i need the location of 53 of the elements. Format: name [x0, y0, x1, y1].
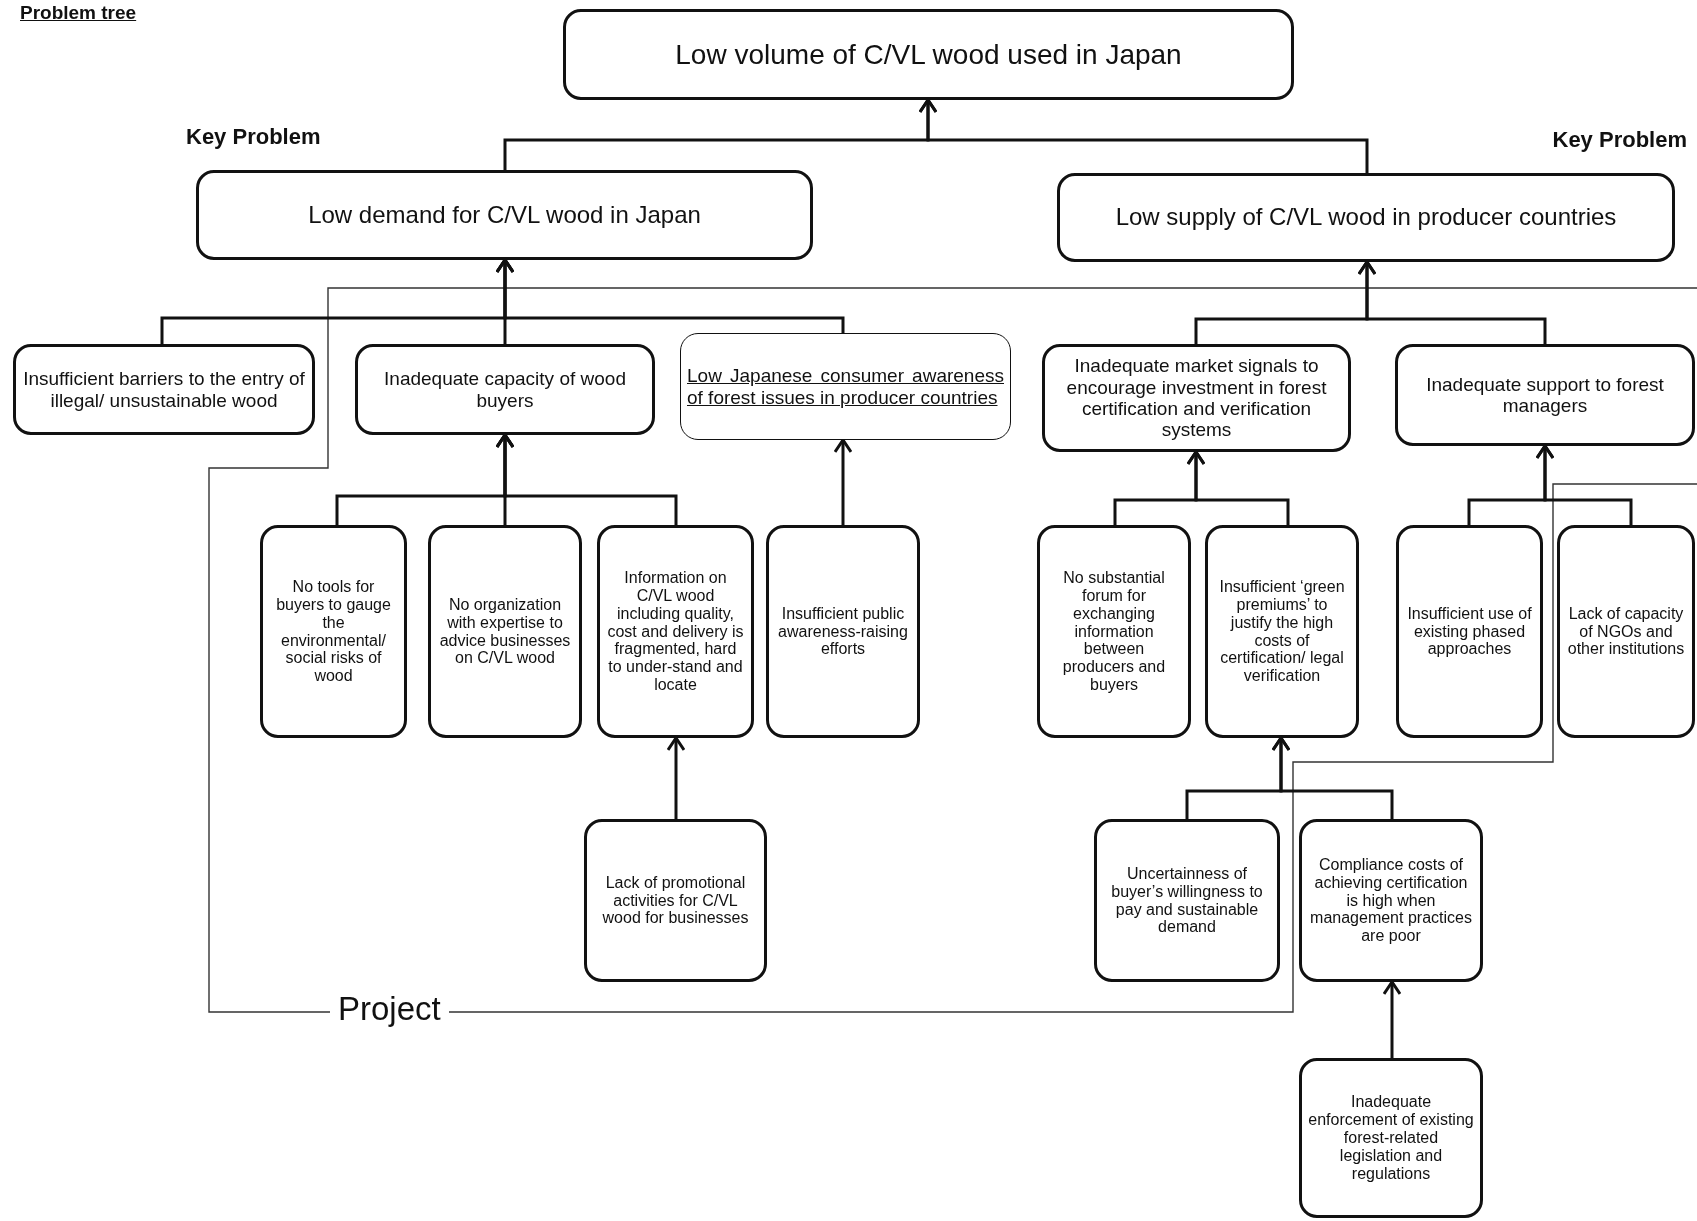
problem-text: Low volume of C/VL wood used in Japan [675, 38, 1182, 71]
arrow [495, 258, 845, 333]
arrow [495, 433, 678, 525]
arrow [918, 98, 1369, 173]
problem-text: Compliance costs of achieving certification is high when management practices are poor [1309, 855, 1473, 946]
problem-box [1557, 525, 1695, 738]
problem-text: Insufficient use of existing phased approaches [1406, 604, 1533, 659]
problem-text: Uncertainness of buyer’s willingness to pay and sustainable demand [1110, 864, 1264, 937]
problem-box [1042, 344, 1351, 452]
problem-text: Insufficient public awareness-raising efforts [777, 604, 909, 659]
arrow [1271, 736, 1394, 819]
problem-text: Information on C/VL wood including quality, cost and delivery is fragmented, hard to under-stand and locate [606, 568, 745, 695]
problem-text: Inadequate market signals to encourage investment in forest certification and verification systems [1065, 355, 1328, 441]
problem-box [260, 525, 407, 738]
problem-box [766, 525, 920, 738]
key-problem-label: Key Problem [186, 124, 321, 150]
problem-text: Low demand for C/VL wood in Japan [308, 201, 701, 229]
problem-text: No tools for buyers to gauge the environmental/ social risks of wood [275, 577, 392, 686]
arrow [1535, 444, 1633, 525]
problem-box [355, 344, 655, 435]
problem-box [428, 525, 582, 738]
problem-box [1205, 525, 1359, 738]
problem-text: Insufficient ‘green premiums’ to justify the high costs of certification/ legal verification [1218, 577, 1346, 686]
problem-box [196, 170, 813, 260]
problem-box [680, 333, 1011, 440]
problem-text: Insufficient barriers to the entry of illegal/ unsustainable wood [22, 368, 306, 411]
problem-box [1299, 819, 1483, 982]
problem-text: No substantial forum for exchanging information between producers and buyers [1061, 568, 1167, 695]
arrow [1357, 260, 1547, 344]
problem-box [13, 344, 315, 435]
arrow [833, 438, 853, 525]
problem-box [1057, 173, 1675, 262]
problem-box [1299, 1058, 1483, 1218]
problem-text: Inadequate enforcement of existing forest-related legislation and regulations [1308, 1093, 1474, 1183]
problem-text: Lack of promotional activities for C/VL wood for businesses [601, 873, 750, 928]
diagram-title: Problem tree [20, 2, 137, 24]
problem-text: No organization with expertise to advice businesses on C/VL wood [438, 595, 572, 668]
key-problem-label: Key Problem [1552, 127, 1687, 153]
problem-box [584, 819, 767, 982]
problem-box [1396, 525, 1543, 738]
problem-box [1037, 525, 1191, 738]
problem-text: Low Japanese consumer awareness of forest issues in producer countries [687, 365, 1004, 408]
arrow [1382, 980, 1402, 1058]
problem-box [1395, 344, 1695, 446]
problem-text: Lack of capacity of NGOs and other institutions [1566, 604, 1686, 659]
problem-text: Inadequate capacity of wood buyers [383, 368, 627, 411]
problem-text: Low supply of C/VL wood in producer countries [1115, 204, 1617, 231]
problem-text: Inadequate support to forest managers [1425, 373, 1665, 417]
arrow [666, 736, 686, 819]
problem-box [1094, 819, 1280, 982]
problem-box [597, 525, 754, 738]
problem-box [563, 9, 1294, 100]
arrow [1186, 450, 1290, 525]
